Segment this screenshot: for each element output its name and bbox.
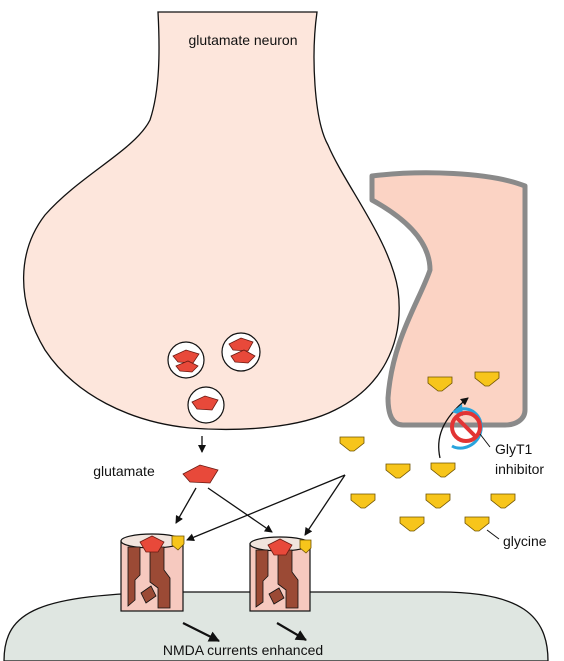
vesicle — [188, 387, 224, 423]
glycine-molecule — [431, 463, 455, 477]
neuron-label: glutamate neuron — [189, 32, 298, 48]
glycine-molecule — [351, 494, 375, 508]
vesicle — [222, 333, 260, 371]
inhibitor-label: inhibitor — [495, 461, 544, 477]
glycine-molecule — [426, 494, 450, 508]
glutamate-molecule — [183, 465, 218, 483]
glycine-molecule — [400, 517, 424, 531]
nmda-receptor — [121, 534, 184, 611]
vesicle — [168, 342, 204, 378]
glycine-arrow — [187, 475, 345, 540]
glycine-molecule — [491, 494, 515, 508]
glutamate-arrow — [208, 488, 272, 532]
nmda-receptor — [250, 537, 311, 611]
glyt1-label: GlyT1 — [495, 441, 533, 457]
glutamate-arrow — [176, 488, 196, 523]
glycine-molecule — [386, 464, 410, 478]
glycine-molecule — [465, 517, 489, 531]
glycine-label: glycine — [503, 533, 547, 549]
glycine-arrow — [305, 475, 345, 535]
inhibitor-leader — [480, 434, 490, 447]
glycine-molecule — [340, 437, 364, 451]
glutamate-neuron — [24, 12, 400, 429]
glycine-leader — [487, 530, 499, 539]
glutamate-label: glutamate — [93, 463, 155, 479]
nmda-currents-label: NMDA currents enhanced — [163, 642, 323, 658]
